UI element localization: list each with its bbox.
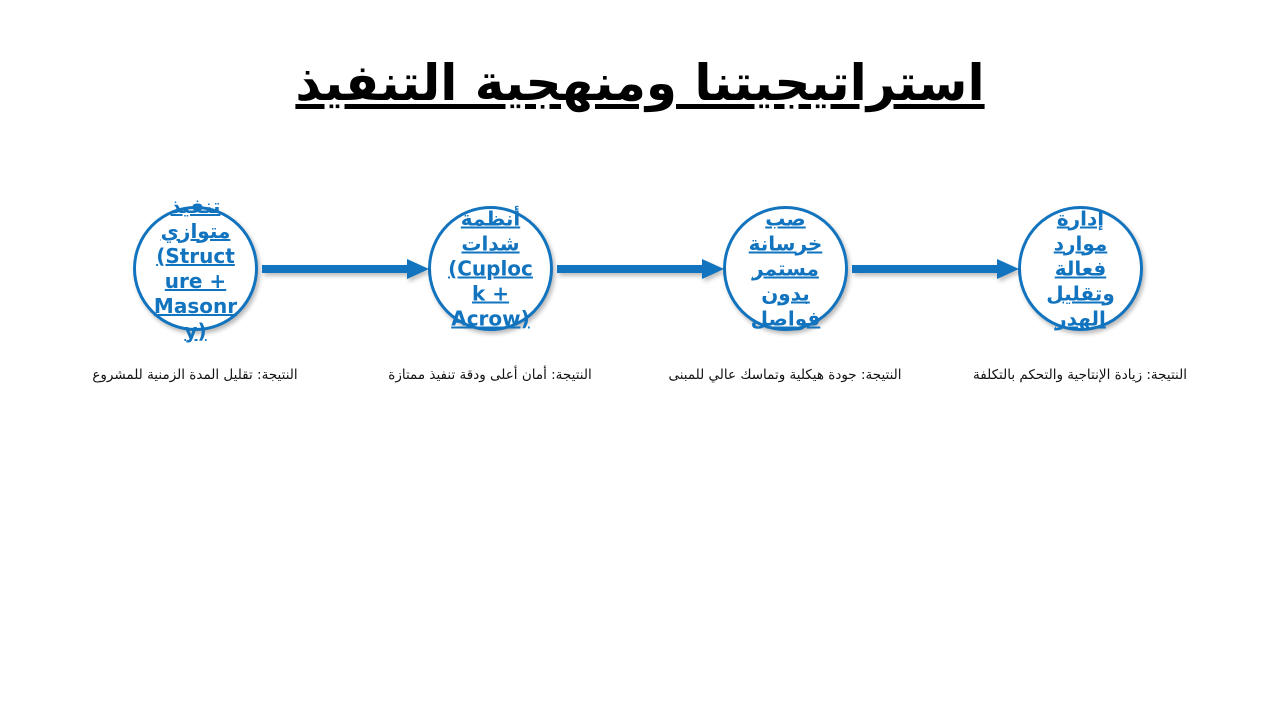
step-caption-4: النتيجة: زيادة الإنتاجية والتحكم بالتكلف… bbox=[973, 367, 1187, 383]
arrow-right-icon-3 bbox=[852, 258, 1019, 280]
process-step-3[interactable]: صب خرسانة مستمر بدون فواصل bbox=[723, 206, 848, 331]
process-step-1[interactable]: تنفيذ متوازي (Structure + Masonry) bbox=[133, 194, 258, 343]
step-caption-3: النتيجة: جودة هيكلية وتماسك عالي للمبنى bbox=[668, 367, 902, 383]
step-circle-shape bbox=[723, 206, 848, 331]
step-circle-shape bbox=[428, 206, 553, 331]
step-caption-1: النتيجة: تقليل المدة الزمنية للمشروع bbox=[92, 367, 298, 383]
process-step-4[interactable]: إدارة موارد فعالة وتقليل الهدر bbox=[1018, 206, 1143, 331]
page-title: استراتيجيتنا ومنهجية التنفيذ bbox=[295, 54, 985, 112]
process-step-2[interactable]: أنظمة شدات (Cuplock + Acrow) bbox=[428, 206, 553, 331]
step-caption-2: النتيجة: أمان أعلى ودقة تنفيذ ممتازة bbox=[388, 367, 592, 383]
arrow-right-icon-1 bbox=[262, 258, 429, 280]
step-circle-shape bbox=[133, 206, 258, 331]
arrow-right-icon-2 bbox=[557, 258, 724, 280]
step-circle-shape bbox=[1018, 206, 1143, 331]
